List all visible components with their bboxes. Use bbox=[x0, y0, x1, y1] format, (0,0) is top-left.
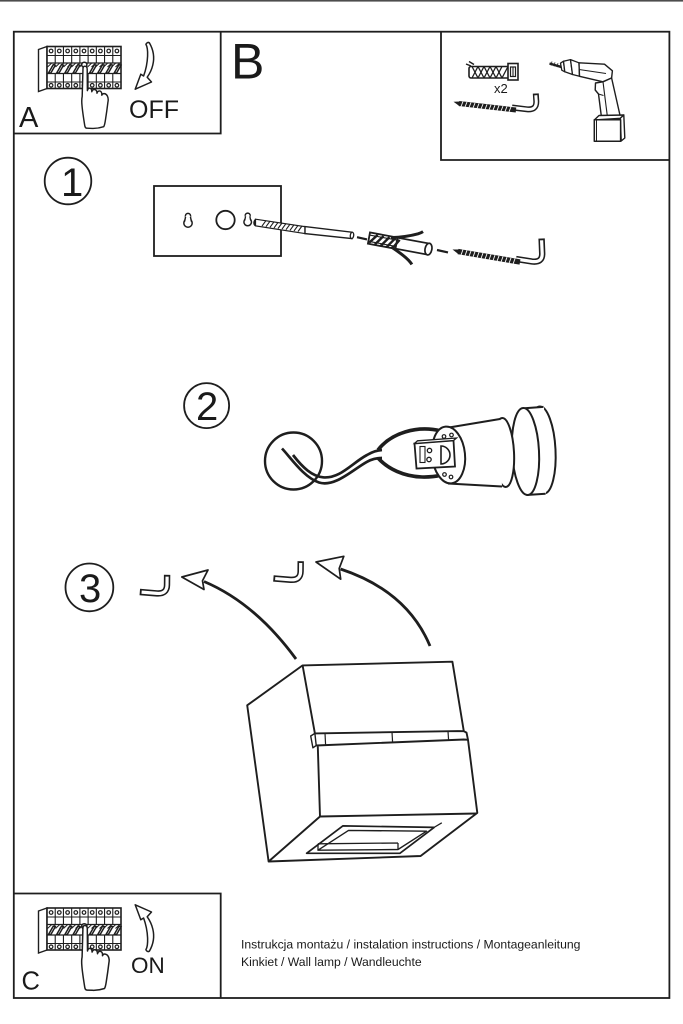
svg-text:2: 2 bbox=[196, 385, 218, 429]
svg-text:ON: ON bbox=[131, 953, 165, 978]
svg-text:1: 1 bbox=[61, 161, 83, 205]
svg-text:B: B bbox=[231, 34, 264, 90]
svg-text:A: A bbox=[19, 102, 39, 134]
svg-text:Instrukcja montażu / instalati: Instrukcja montażu / instalation instruc… bbox=[241, 938, 580, 952]
svg-text:C: C bbox=[22, 967, 40, 995]
svg-text:Kinkiet / Wall lamp / Wandleuc: Kinkiet / Wall lamp / Wandleuchte bbox=[241, 955, 422, 969]
svg-text:x2: x2 bbox=[494, 81, 508, 96]
svg-text:OFF: OFF bbox=[129, 96, 179, 124]
svg-text:3: 3 bbox=[79, 567, 101, 611]
